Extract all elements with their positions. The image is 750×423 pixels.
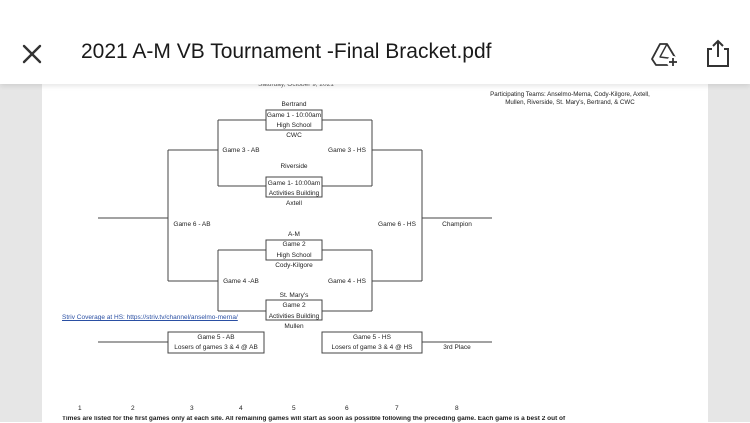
game6-ab-label: Game 6 - AB — [173, 221, 211, 228]
q3-site: High School — [276, 252, 312, 259]
streaming-link[interactable]: Striv Coverage at HS: https://striv.tv/c… — [62, 314, 238, 321]
q4-team-top: St. Mary's — [279, 292, 309, 299]
ruler-mark: 5 — [292, 405, 296, 412]
q4-site: Activities Building — [268, 313, 320, 320]
third-place-label: 3rd Place — [443, 344, 471, 351]
game4-ab-label: Game 4 -AB — [223, 278, 259, 285]
q4-team-bottom: Mullen — [284, 323, 304, 330]
ruler-mark: 2 — [131, 405, 135, 412]
q4-game: Game 2 — [282, 302, 306, 309]
game3-ab-label: Game 3 - AB — [222, 147, 260, 154]
share-icon[interactable] — [704, 38, 732, 68]
q2-team-bottom: Axtell — [286, 200, 302, 207]
q3-game: Game 2 — [282, 241, 306, 248]
ruler-mark: 1 — [78, 405, 82, 412]
participating-teams: Participating Teams: Anselmo-Merna, Cody… — [490, 91, 650, 107]
document-title: 2021 A-M VB Tournament -Final Bracket.pd… — [81, 40, 492, 63]
date-line: Saturday, October 9, 2021 — [258, 81, 334, 88]
q1-site: High School — [276, 122, 312, 129]
game4-hs-label: Game 4 - HS — [328, 278, 366, 285]
game5-hs-label: Game 5 - HS — [353, 334, 391, 341]
q1-team-top: Bertrand — [281, 101, 307, 108]
game5-ab-label: Game 5 - AB — [197, 334, 235, 341]
game6-hs-label: Game 6 - HS — [378, 221, 416, 228]
game5-hs-sub: Losers of game 3 & 4 @ HS — [331, 344, 413, 351]
pdf-viewer-toolbar: 2021 A-M VB Tournament -Final Bracket.pd… — [0, 0, 750, 84]
q3-team-top: A-M — [288, 231, 300, 238]
q2-team-top: Riverside — [280, 163, 308, 170]
ruler-mark: 7 — [395, 405, 399, 412]
game3-hs-label: Game 3 - HS — [328, 147, 366, 154]
q2-site: Activities Building — [268, 190, 320, 197]
ruler-mark: 8 — [455, 405, 459, 412]
q3-team-bottom: Cody-Kilgore — [275, 262, 313, 269]
ruler-mark: 4 — [239, 405, 243, 412]
ruler-mark: 3 — [190, 405, 194, 412]
q1-game: Game 1 - 10:00am — [266, 112, 322, 119]
champion-label: Champion — [442, 221, 472, 228]
add-to-drive-icon[interactable] — [650, 40, 680, 68]
footer-note: Times are listed for the first games onl… — [62, 416, 566, 422]
pdf-viewer[interactable] — [0, 84, 750, 422]
pdf-page — [42, 84, 708, 422]
close-icon[interactable] — [18, 40, 46, 68]
game5-ab-sub: Losers of games 3 & 4 @ AB — [174, 344, 258, 351]
q1-team-bottom: CWC — [286, 132, 302, 139]
ruler-mark: 6 — [345, 405, 349, 412]
q2-game: Game 1- 10:00am — [267, 180, 321, 187]
